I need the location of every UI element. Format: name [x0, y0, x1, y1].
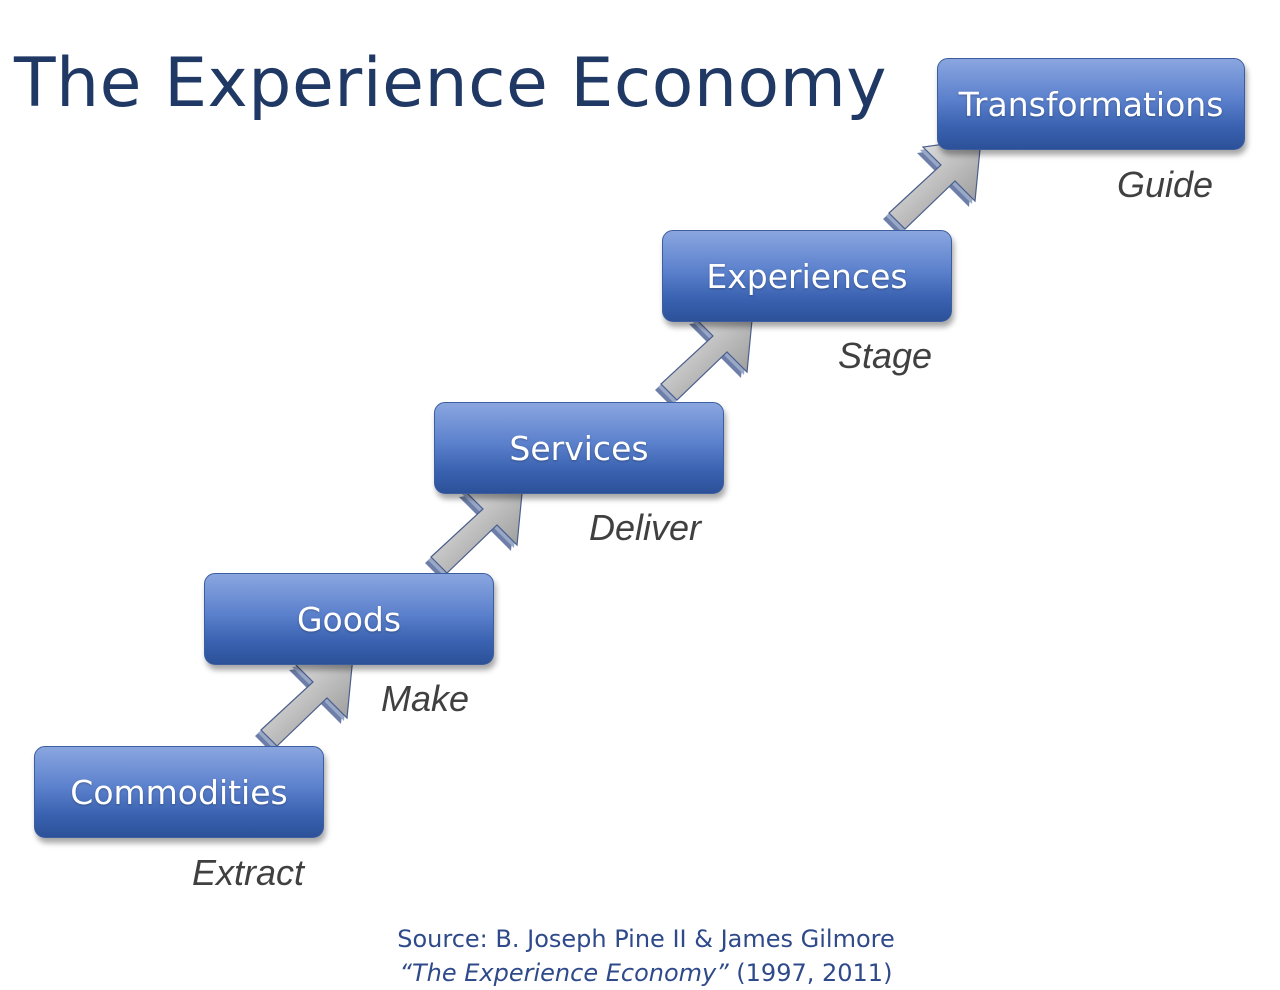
source-citation: Source: B. Joseph Pine II & James Gilmor… [0, 922, 1280, 990]
page-title: The Experience Economy [14, 44, 888, 123]
verb-make: Make [381, 678, 470, 719]
source-book: “The Experience Economy” (1997, 2011) [0, 956, 1280, 990]
source-authors: Source: B. Joseph Pine II & James Gilmor… [397, 925, 895, 953]
stage-label: Services [509, 428, 649, 468]
book-title: “The Experience Economy” [399, 959, 729, 987]
stage-experiences: Experiences [662, 230, 952, 322]
stage-goods: Goods [204, 573, 494, 665]
stage-transformations: Transformations [937, 58, 1245, 150]
verb-guide: Guide [1117, 164, 1214, 205]
stage-label: Experiences [706, 256, 908, 296]
book-years: (1997, 2011) [728, 959, 893, 987]
stage-label: Transformations [958, 84, 1224, 124]
stage-label: Goods [296, 599, 402, 639]
verb-extract: Extract [192, 852, 305, 893]
stage-label: Commodities [70, 772, 288, 812]
verb-deliver: Deliver [589, 507, 702, 548]
stage-commodities: Commodities [34, 746, 324, 838]
verb-stage: Stage [838, 335, 933, 376]
stage-services: Services [434, 402, 724, 494]
